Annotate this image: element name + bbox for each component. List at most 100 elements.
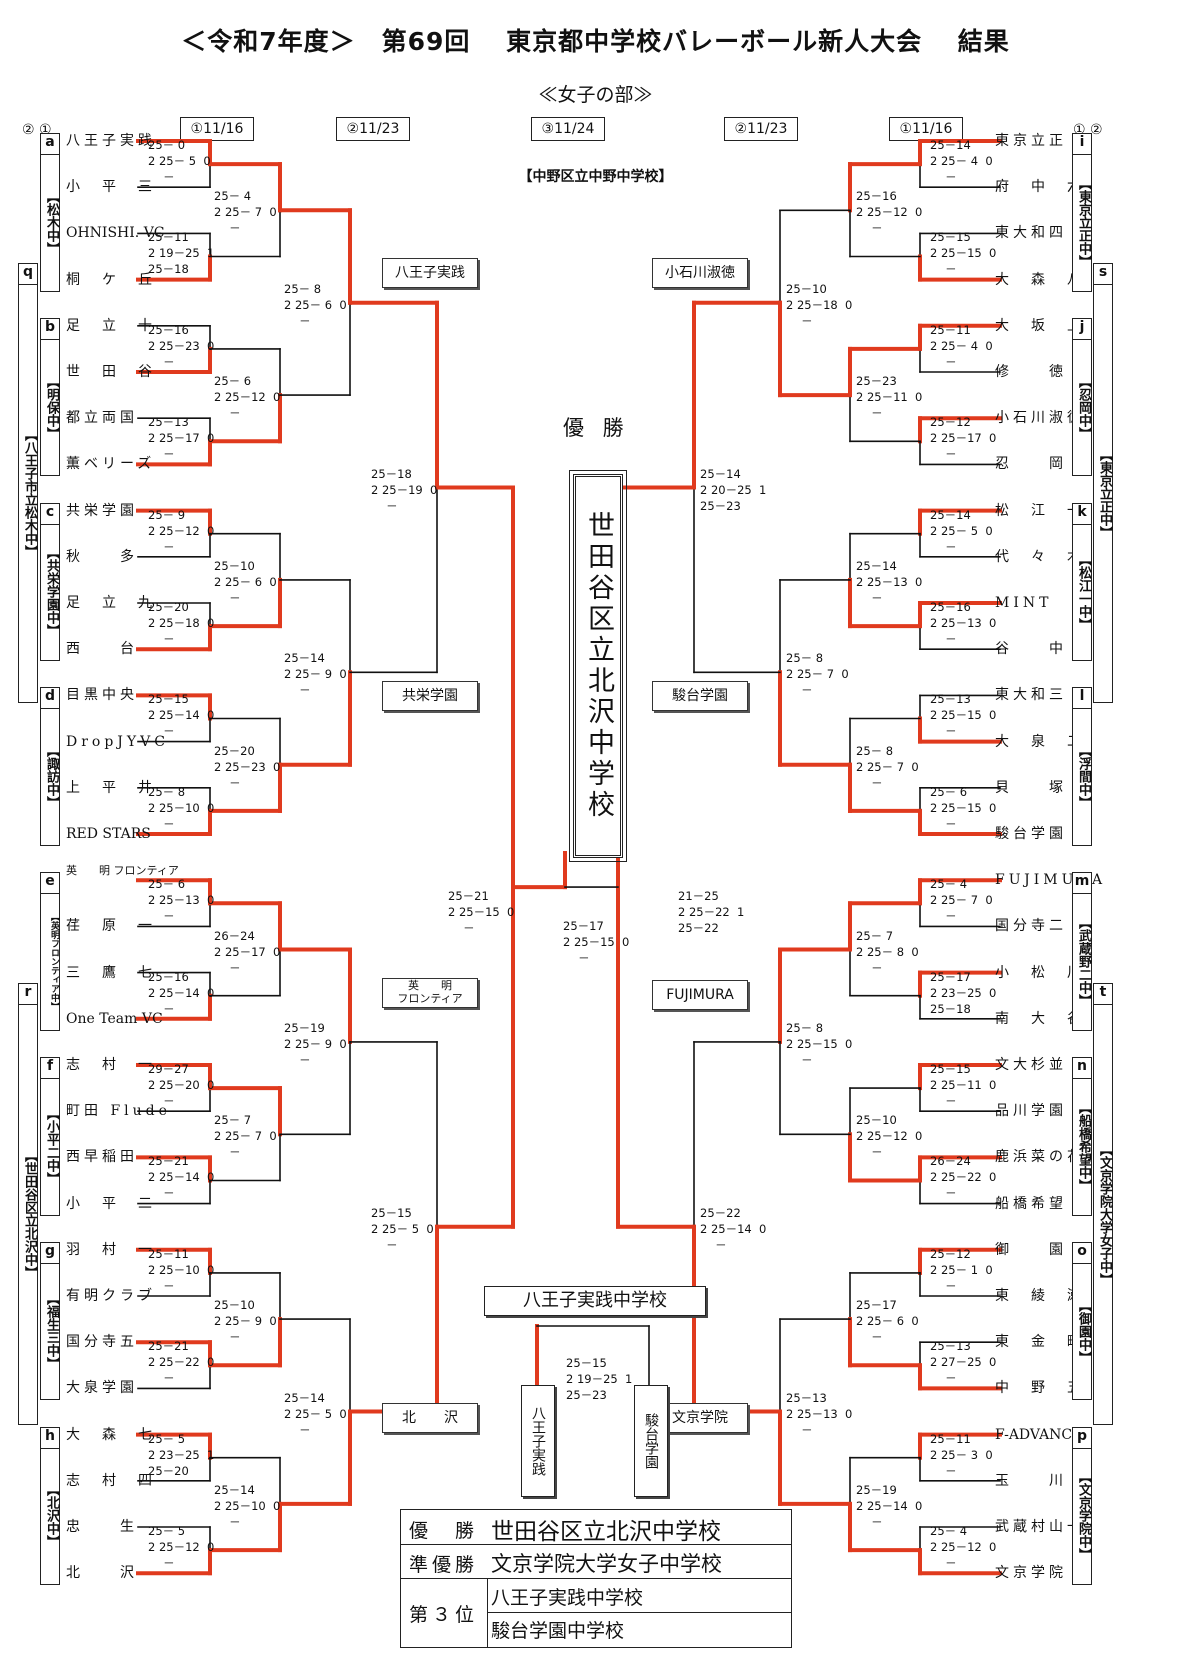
left-team-name: 世 田 谷	[66, 364, 156, 380]
results-row-champion: 優 勝 世田谷区立北沢中学校	[401, 1510, 791, 1545]
right-team-name: 品川学園	[995, 1103, 1067, 1120]
right-r1-score: 25－15 2 25－11 0 －	[930, 1062, 997, 1108]
left-r1-score: 25－15 2 25－14 0 －	[148, 692, 215, 739]
round-header: ①11/16	[180, 117, 254, 141]
left-team-name: 小 平 三	[66, 179, 156, 196]
left-r1-score: 25－ 0 2 25－ 5 0 －	[148, 138, 211, 184]
right-r1-score: 25－12 2 25－ 1 0 －	[930, 1246, 993, 1293]
group-letter: i	[1073, 134, 1091, 155]
champion-box: 世田谷区立北沢中学校	[569, 470, 627, 862]
right-r1-score: 25－12 2 25－17 0 －	[930, 415, 997, 462]
right-r2-score: 25－23 2 25－11 0 －	[856, 374, 923, 421]
left-team-name: 足 立 十	[66, 317, 156, 334]
left-r2-score: 25－ 4 2 25－ 7 0 －	[214, 189, 277, 236]
left-r2-score: 25－20 2 25－23 0 －	[214, 743, 281, 790]
right-team-name: 大 泉 二	[995, 733, 1085, 750]
right-team-name: 大 坂 上	[995, 317, 1085, 334]
right-team-name: 小 松 川	[995, 964, 1085, 981]
left-r2-score: 25－10 2 25－ 9 0 －	[214, 1298, 277, 1345]
group-school: 【松木中】	[44, 189, 59, 255]
outer-group-school: 【八王子市立松木中】	[22, 428, 37, 558]
left-r3-score: 25－ 8 2 25－ 6 0 －	[284, 281, 347, 328]
group-box: l 【浮間中】	[1072, 687, 1092, 846]
left-r1-score: 25－16 2 25－14 0 －	[148, 969, 215, 1016]
group-letter: g	[41, 1243, 59, 1264]
group-letter: a	[41, 134, 59, 155]
left-r1-score: 25－13 2 25－17 0 －	[148, 415, 215, 462]
left-r1-score: 29－27 2 25－20 0 －	[148, 1062, 215, 1108]
left-r3-score: 25－14 2 25－ 9 0 －	[284, 651, 347, 698]
left-team-name: 有明クラブ	[66, 1288, 156, 1304]
group-letter: n	[1073, 1058, 1091, 1079]
results-divider	[487, 1578, 488, 1647]
left-team-name: 北 沢	[66, 1565, 138, 1582]
right-r1-score: 26－24 2 25－22 0 －	[930, 1154, 997, 1201]
right-team-name: MINT	[995, 595, 1053, 611]
left-team-name: 羽 村 一	[66, 1241, 156, 1258]
right-r2-score: 25－10 2 25－12 0 －	[856, 1113, 923, 1160]
qualifier-left: 共栄学園	[382, 681, 478, 711]
outer-group-letter: q	[19, 264, 37, 285]
left-r3-score: 25－19 2 25－ 9 0 －	[284, 1020, 347, 1067]
results-row-third-1: 八王子実践中学校	[487, 1578, 791, 1613]
group-school: 【北沢中】	[44, 1483, 59, 1549]
qualifier-right: FUJIMURA	[652, 980, 748, 1010]
results-value: 文京学院大学女子中学校	[491, 1552, 722, 1576]
left-team-name: 荏 原 一	[66, 918, 156, 935]
right-team-name: 東 綾 瀬	[995, 1288, 1085, 1304]
group-letter: m	[1073, 873, 1091, 895]
qualifier-left: 八王子実践	[382, 258, 478, 288]
right-r1-score: 25－16 2 25－13 0 －	[930, 600, 997, 646]
group-box: h【北沢中】	[40, 1426, 60, 1586]
group-letter: d	[41, 688, 59, 710]
round-header: ③11/24	[531, 117, 605, 141]
left-team-name: 共栄学園	[66, 502, 138, 519]
right-r1-score: 25－15 2 25－15 0 －	[930, 230, 997, 277]
division-subtitle: ≪女子の部≫	[538, 84, 653, 106]
left-r1-score: 25－21 2 25－14 0 －	[148, 1154, 215, 1201]
left-team-name: 上 平 井	[66, 779, 156, 796]
left-team-name: 町田 Flude	[66, 1103, 171, 1120]
qualifier-right: 小石川淑徳	[652, 258, 748, 288]
right-r2-score: 25－16 2 25－12 0 －	[856, 189, 923, 236]
left-team-name: 八王子実践	[66, 133, 156, 149]
left-team-name: One Team VC	[66, 1010, 163, 1027]
round-header: ②11/23	[336, 117, 410, 141]
page-title: ＜令和7年度＞ 第69回 東京都中学校バレーボール新人大会 結果	[181, 27, 1010, 56]
champion-label: 優 勝	[563, 416, 630, 440]
group-school: 【浮間中】	[1076, 744, 1091, 810]
right-r1-score: 25－17 2 23－25 0 25－18	[930, 969, 997, 1016]
third-place-score: 25－15 2 19－25 1 25－23	[566, 1356, 633, 1402]
group-school: 【東京立正中】	[1076, 176, 1091, 268]
right-team-name: 修 徳	[995, 364, 1067, 380]
group-school: 【松江一中】	[1076, 552, 1091, 631]
left-team-name: 三 鷹 七	[66, 964, 156, 981]
group-box: k【松江一中】	[1072, 502, 1092, 662]
group-letter: j	[1073, 319, 1091, 340]
left-team-name: 薫ベリーズ	[66, 456, 156, 473]
group-letter: l	[1073, 688, 1091, 710]
right-team-name: 船橋希望	[995, 1195, 1067, 1212]
left-team-name: 大 森 七	[66, 1426, 156, 1443]
third-place-match-title: 八王子実践中学校	[484, 1286, 706, 1316]
left-r2-score: 25－ 6 2 25－12 0 －	[214, 374, 281, 421]
left-team-name: 大泉学園	[66, 1380, 138, 1397]
right-team-name: 代 々 木	[995, 548, 1085, 565]
right-team-name: 東 金 町	[995, 1334, 1085, 1351]
left-r1-score: 25－ 5 2 23－25 1 25－20	[148, 1431, 215, 1478]
left-team-name: DropJYVC	[66, 733, 169, 750]
outer-group-letter: r	[19, 984, 37, 1005]
left-r1-score: 25－16 2 25－23 0 －	[148, 322, 215, 369]
left-team-name: 都立両国	[66, 410, 138, 427]
right-team-name: 駿台学園	[995, 826, 1067, 842]
left-r1-score: 25－ 6 2 25－13 0 －	[148, 877, 215, 924]
group-letter: e	[41, 873, 59, 895]
right-r1-score: 25－ 4 2 25－ 7 0 －	[930, 877, 993, 924]
final-score: 25－17 2 25－15 0 －	[563, 919, 630, 965]
right-team-name: 忍 岡	[995, 456, 1067, 473]
outer-group-school: 【文京学院大学女子中】	[1097, 1142, 1112, 1286]
group-school: 【御園中】	[1076, 1298, 1091, 1364]
venue-label: 【中野区立中野中学校】	[518, 169, 673, 185]
right-team-name: 鹿浜菜の花	[995, 1149, 1085, 1166]
group-box: p【文京学院中】	[1072, 1426, 1092, 1586]
